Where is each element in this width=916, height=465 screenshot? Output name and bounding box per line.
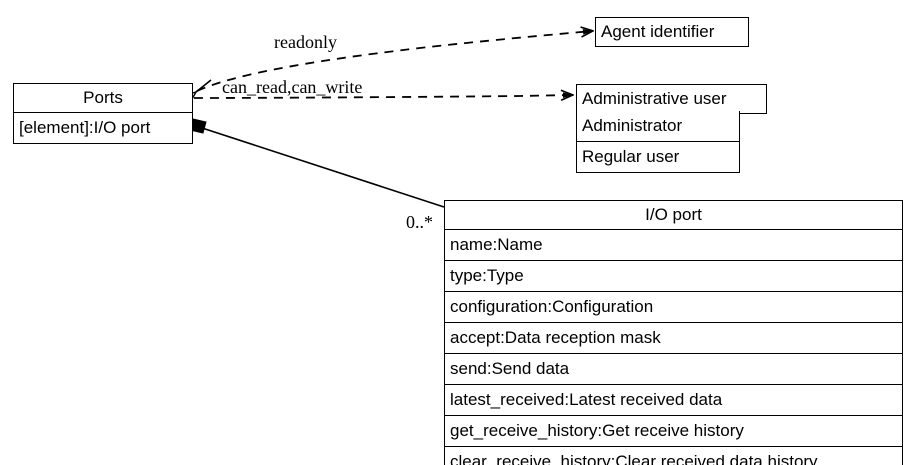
edge-composition-line bbox=[195, 125, 445, 208]
class-title-agent-identifier: Agent identifier bbox=[601, 22, 715, 41]
class-attribute-configuration: configuration:Configuration bbox=[445, 291, 902, 322]
class-box-administrative-user[interactable]: Administrative user bbox=[576, 84, 767, 114]
class-box-io-port[interactable]: I/O port name:Name type:Type configurati… bbox=[444, 200, 903, 465]
class-attribute-administrator: Administrator bbox=[582, 116, 683, 135]
class-attribute-clear-receive-history: clear_receive_history:Clear received dat… bbox=[445, 446, 902, 465]
class-attribute-name: name:Name bbox=[445, 229, 902, 260]
edge-label-readonly: readonly bbox=[274, 32, 337, 52]
class-attribute-send: send:Send data bbox=[445, 353, 902, 384]
class-attribute-regular-user: Regular user bbox=[577, 141, 739, 172]
class-attribute-type: type:Type bbox=[445, 260, 902, 291]
edge-label-multiplicity: 0..* bbox=[406, 212, 433, 232]
class-attribute-ports-element: [element]:I/O port bbox=[14, 112, 192, 143]
class-title-administrative-user: Administrative user bbox=[582, 89, 727, 108]
class-attributes-administrative-user[interactable]: Administrator Regular user bbox=[576, 111, 740, 173]
class-box-agent-identifier[interactable]: Agent identifier bbox=[595, 17, 749, 47]
edge-readonly-tail bbox=[196, 79, 212, 92]
class-title-io-port: I/O port bbox=[645, 205, 702, 224]
class-attribute-accept: accept:Data reception mask bbox=[445, 322, 902, 353]
class-attribute-get-receive-history: get_receive_history:Get receive history bbox=[445, 415, 902, 446]
class-attribute-latest-received: latest_received:Latest received data bbox=[445, 384, 902, 415]
edge-label-can-read-can-write: can_read,can_write bbox=[222, 77, 363, 97]
class-title-ports: Ports bbox=[83, 88, 123, 107]
class-box-ports[interactable]: Ports [element]:I/O port bbox=[13, 83, 193, 144]
